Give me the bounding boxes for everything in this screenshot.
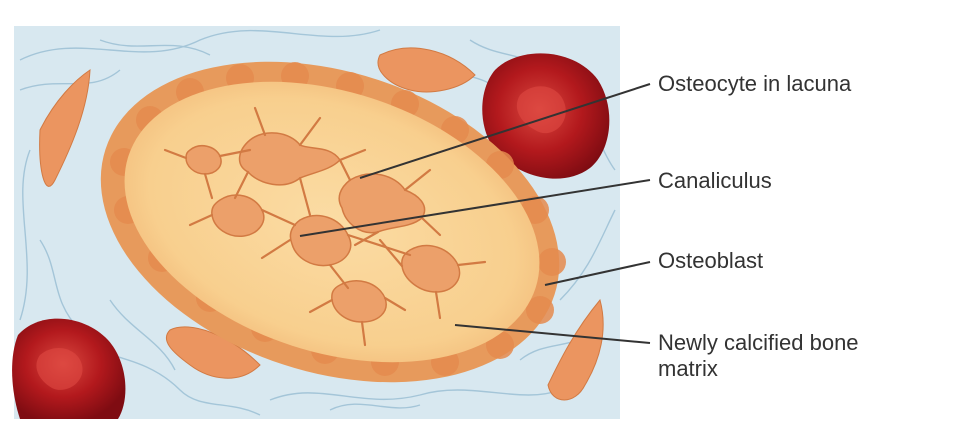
label-newly-calcified-bone-matrix: Newly calcified bone matrix xyxy=(658,330,859,382)
label-osteoblast: Osteoblast xyxy=(658,248,763,274)
label-osteocyte-in-lacuna: Osteocyte in lacuna xyxy=(658,71,851,97)
label-canaliculus: Canaliculus xyxy=(658,168,772,194)
label-matrix-line2: matrix xyxy=(658,356,859,382)
label-matrix-line1: Newly calcified bone xyxy=(658,330,859,356)
